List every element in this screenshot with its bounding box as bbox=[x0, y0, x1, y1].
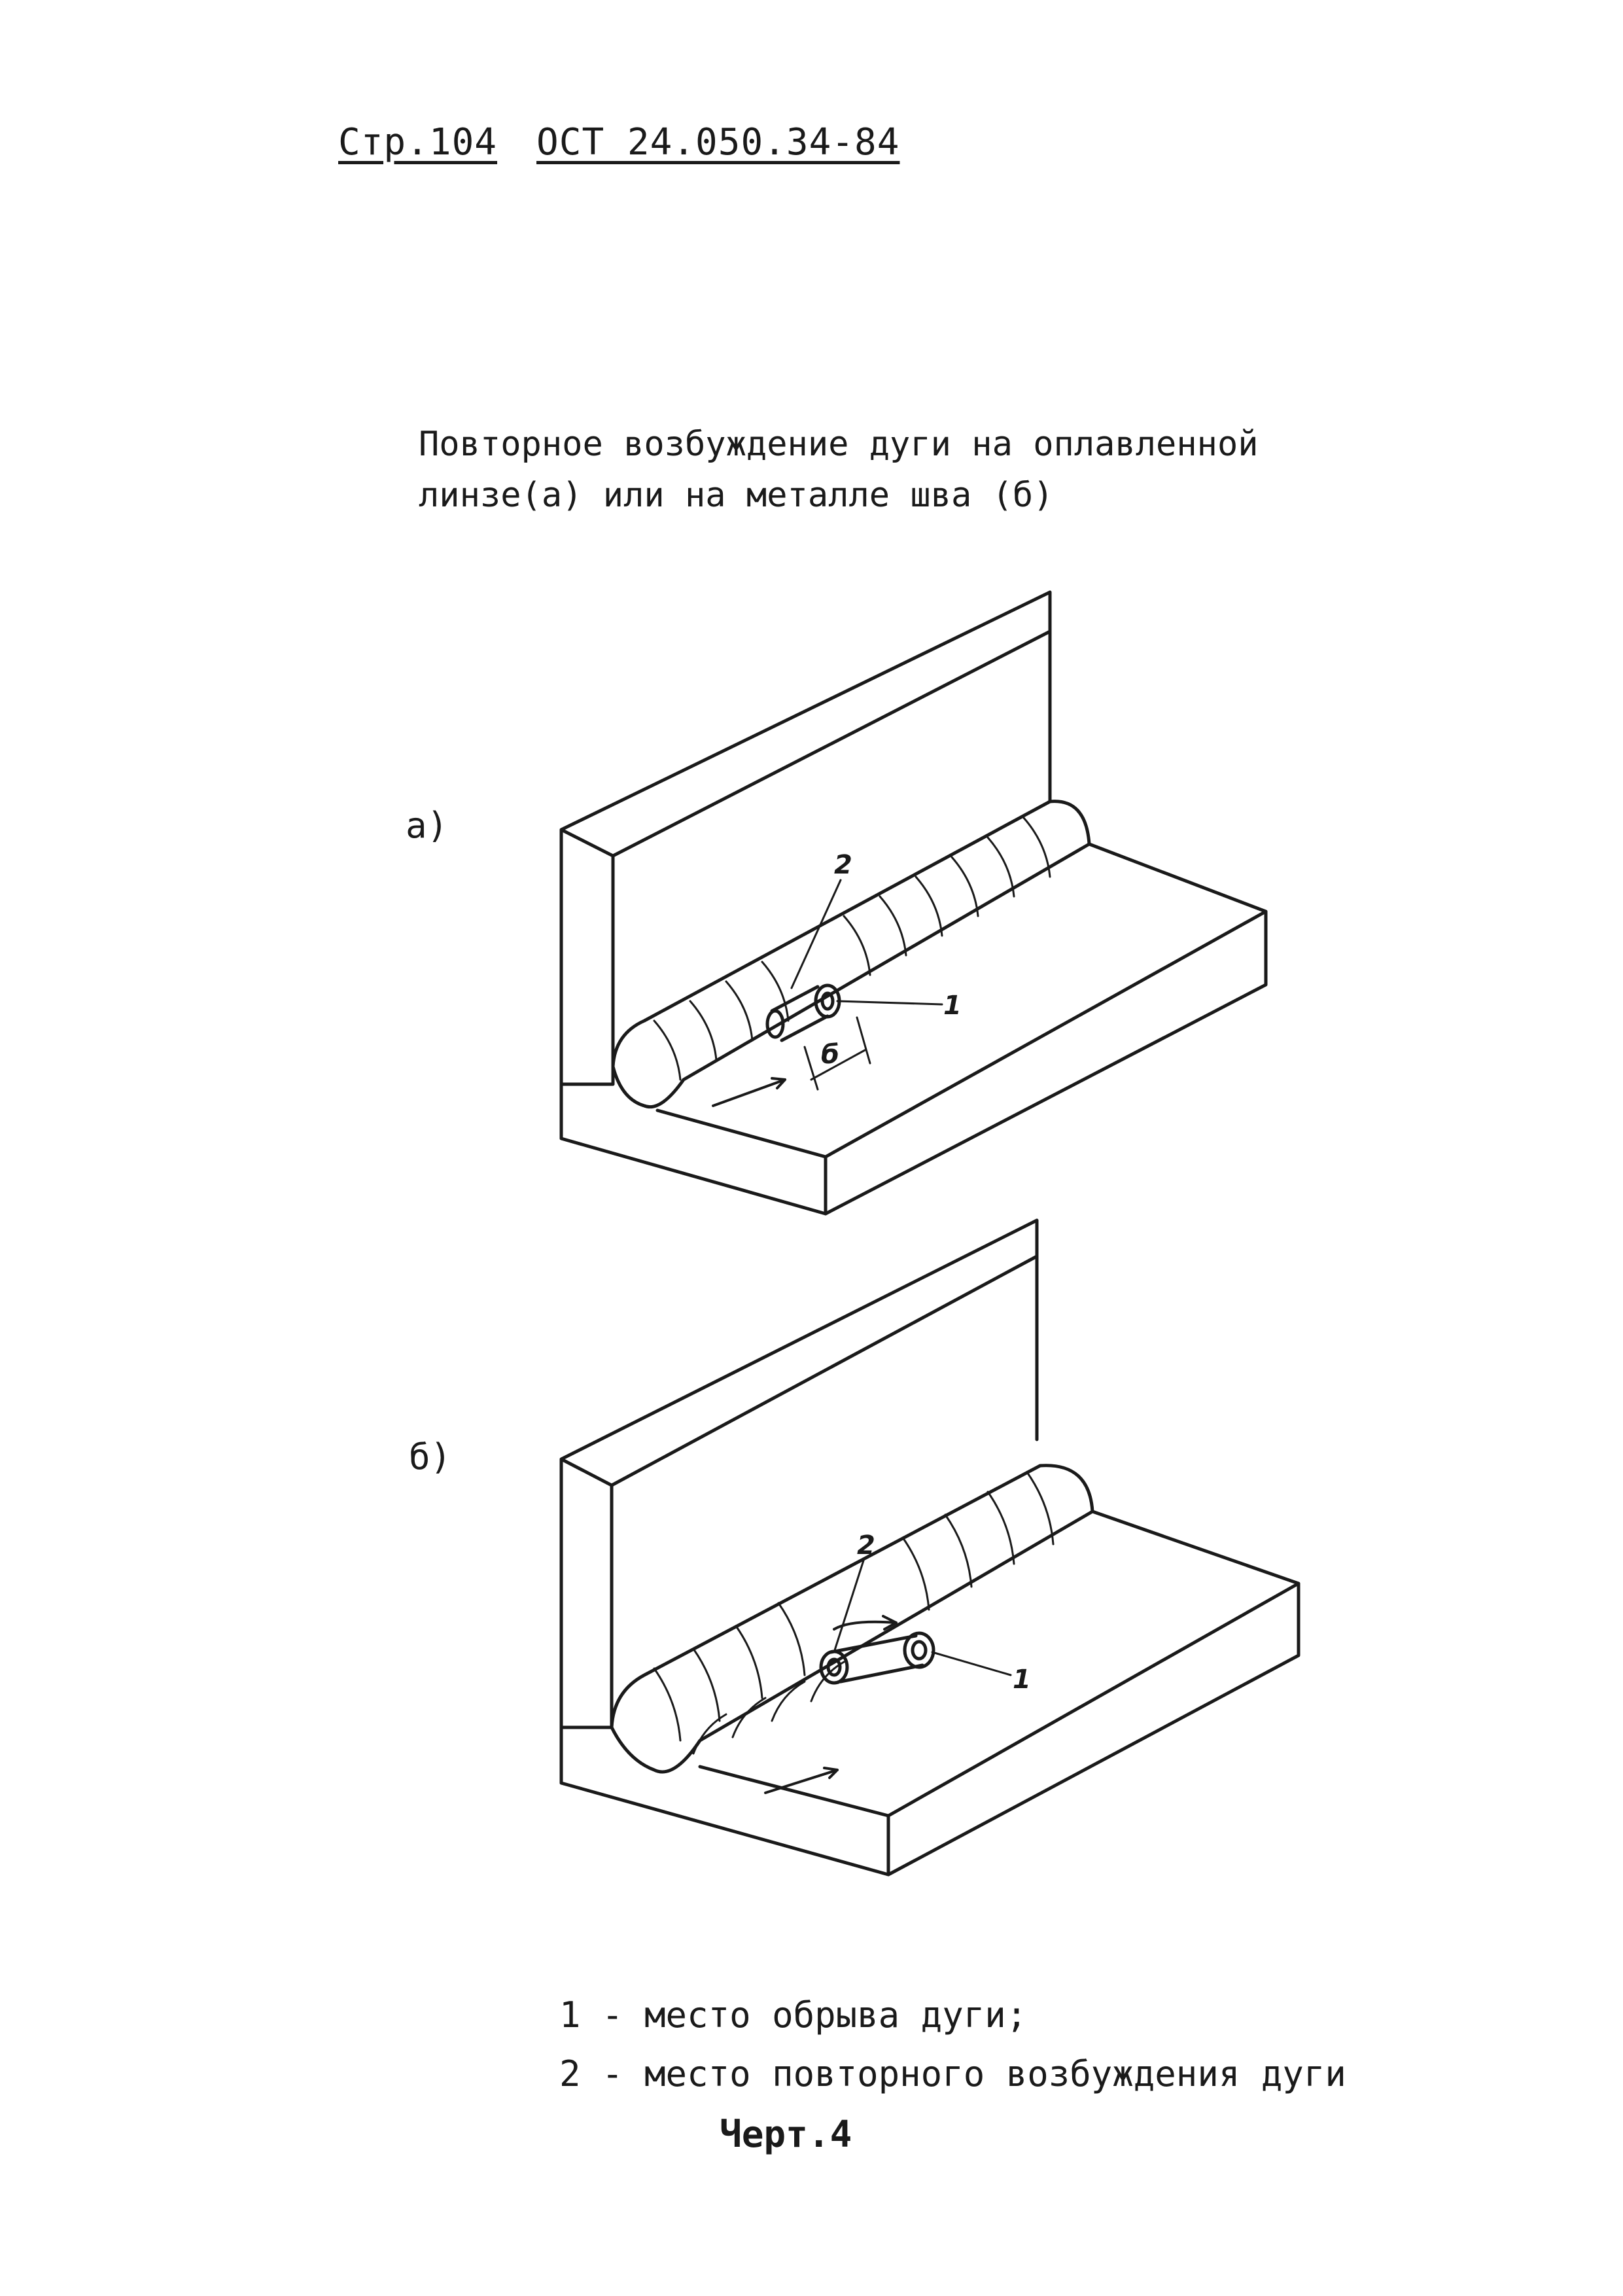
crater-inner bbox=[820, 991, 835, 1011]
direction-arrow bbox=[764, 1767, 839, 1794]
figure-caption: Повторное возбуждение дуги на оплавленно… bbox=[419, 419, 1259, 521]
caption-line-1: Повторное возбуждение дуги на оплавленно… bbox=[419, 425, 1259, 464]
crater-inner bbox=[911, 1640, 928, 1661]
legend: 1 - место обрыва дуги; 2 - место повторн… bbox=[559, 1986, 1346, 2104]
page-header: Стр.104 ОСТ 24.050.34-84 bbox=[338, 121, 939, 164]
page-number: Стр.104 bbox=[338, 121, 498, 164]
leader-2 bbox=[833, 1559, 865, 1653]
figure-a-label: а) bbox=[406, 805, 449, 846]
weld-ripples bbox=[653, 1471, 1055, 1742]
restart-arrow bbox=[833, 1615, 898, 1631]
legend-item-2: 2 - место повторного возбуждения дуги bbox=[559, 2053, 1346, 2094]
base-plate bbox=[559, 1510, 1300, 1877]
figure-b-label: б) bbox=[409, 1436, 452, 1477]
leader-1 bbox=[931, 1651, 1012, 1676]
figure-a-callout-1: 1 bbox=[943, 991, 962, 1021]
arc-crater bbox=[770, 985, 829, 1042]
crater-end bbox=[903, 1631, 935, 1669]
standard-code: ОСТ 24.050.34-84 bbox=[536, 121, 900, 164]
figure-number: Черт.4 bbox=[720, 2113, 852, 2156]
figure-b-callout-1: 1 bbox=[1013, 1665, 1031, 1695]
vertical-plate bbox=[559, 1218, 1039, 1729]
weld-bead bbox=[610, 1464, 1094, 1774]
figure-b-callout-2: 2 bbox=[857, 1530, 875, 1561]
lower-ripples bbox=[692, 1661, 845, 1755]
arc-tube bbox=[829, 1634, 924, 1684]
weld-bead bbox=[611, 800, 1091, 1109]
figure-b-drawing bbox=[559, 1218, 1300, 1877]
dimension-line bbox=[803, 1016, 871, 1091]
restart-point bbox=[765, 1009, 785, 1039]
figure-a-dimension: б bbox=[821, 1040, 839, 1070]
restart-inner bbox=[826, 1657, 842, 1677]
leader-1 bbox=[836, 1000, 943, 1006]
figure-a-drawing bbox=[559, 590, 1268, 1216]
base-plate bbox=[559, 842, 1268, 1216]
legend-item-1: 1 - место обрыва дуги; bbox=[559, 1994, 1028, 2036]
weld-ripples bbox=[653, 817, 1051, 1081]
caption-line-2: линзе(а) или на металле шва (б) bbox=[419, 476, 1054, 515]
leader-2 bbox=[790, 879, 842, 989]
direction-arrow bbox=[712, 1077, 786, 1107]
figure-a-callout-2: 2 bbox=[834, 850, 852, 880]
